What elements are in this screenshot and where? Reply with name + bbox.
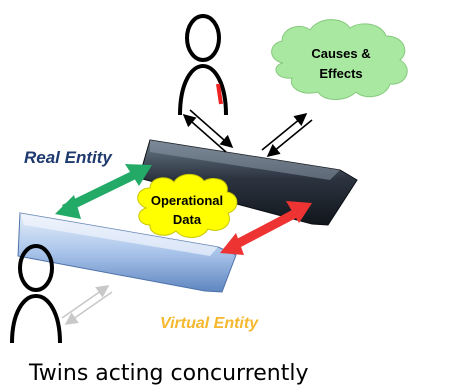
virtual-entity-plate <box>17 212 237 293</box>
caption: Twins acting concurrently <box>28 361 309 386</box>
top-person-icon <box>178 14 228 116</box>
operational-label-line2: Data <box>173 212 202 227</box>
causes-label-line2: Effects <box>319 66 362 81</box>
grey-arrows <box>61 285 113 325</box>
real-entity-label: Real Entity <box>24 148 113 167</box>
red-double-arrow <box>220 201 312 255</box>
green-double-arrow <box>55 164 152 219</box>
plate-cloud-arrows <box>261 112 313 158</box>
virtual-entity-label: Virtual Entity <box>160 315 259 332</box>
bottom-person-icon <box>10 244 62 344</box>
operational-data-cloud: Operational Data <box>137 173 238 238</box>
causes-effects-cloud: Causes & Effects <box>271 19 408 100</box>
operational-label-line1: Operational <box>151 193 223 208</box>
person-plate-arrows <box>182 109 234 153</box>
causes-label-line1: Causes & <box>311 46 370 61</box>
